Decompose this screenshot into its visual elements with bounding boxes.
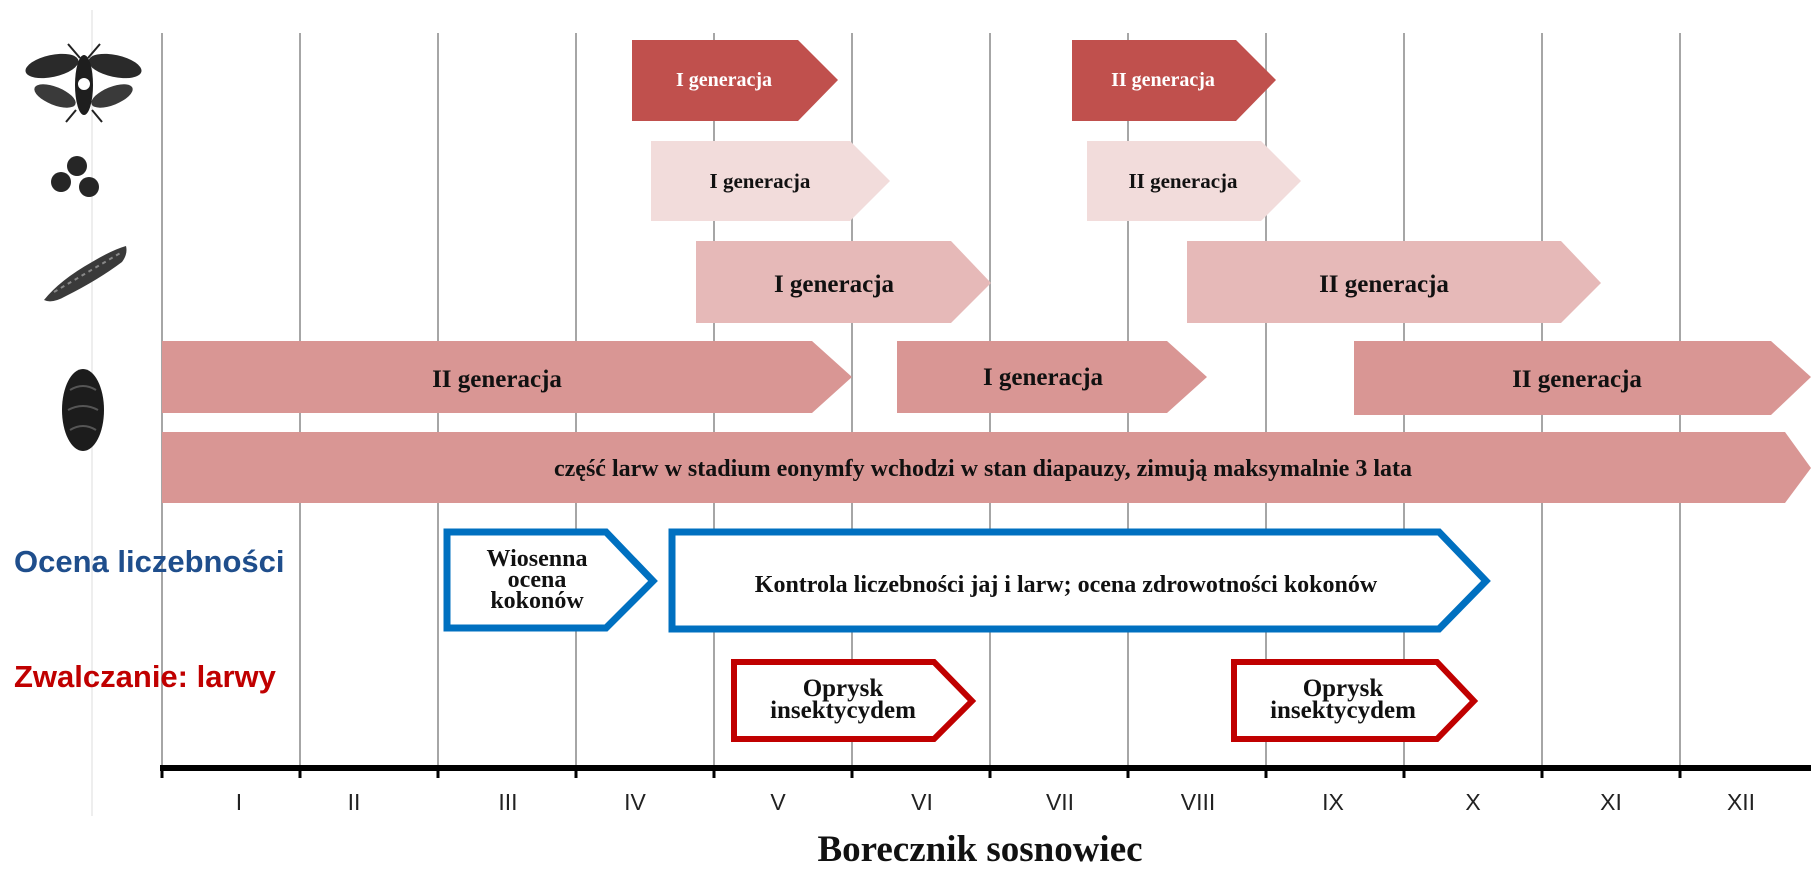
month-label: IX <box>1322 789 1344 815</box>
cocoon-generation-1-label: I generacja <box>983 364 1104 391</box>
eggs-icon <box>51 156 99 197</box>
spray-2-line-2: insektycydem <box>1270 697 1416 724</box>
cocoon-generation-2-label-early: II generacja <box>432 366 562 393</box>
month-label: X <box>1465 789 1480 815</box>
spray-1-arrow <box>731 659 977 742</box>
diagram-title: Borecznik sosnowiec <box>817 829 1143 870</box>
spray-1-line-2: insektycydem <box>770 697 916 724</box>
control-row-label: Zwalczanie: larwy <box>14 659 276 694</box>
larva-generation-2-label: II generacja <box>1319 271 1449 298</box>
cocoon-generation-1-bar <box>897 341 1207 413</box>
spray-2-arrow <box>1231 659 1479 742</box>
month-label: XI <box>1600 789 1622 815</box>
spring-assessment-line-3: kokonów <box>490 588 584 614</box>
month-labels: I II III IV V VI VII VIII IX X XI XII <box>236 789 1755 815</box>
eggs-generation-2-label: II generacja <box>1128 169 1238 193</box>
diapause-label: część larw w stadium eonymfy wchodzi w s… <box>554 456 1412 482</box>
spray-1-line-1: Oprysk <box>803 675 884 702</box>
larva-generation-1-bar <box>696 241 991 323</box>
spring-assessment-line-2: ocena <box>508 567 567 593</box>
month-label: I <box>236 789 242 815</box>
month-label: XII <box>1727 789 1755 815</box>
month-label: VIII <box>1181 789 1216 815</box>
month-label: V <box>770 789 786 815</box>
axis-ticks <box>160 768 1682 778</box>
cocoon-generation-2-bar-late <box>1354 341 1811 415</box>
spring-assessment-arrow <box>443 528 658 632</box>
cocoon-generation-2-bar-early <box>162 341 852 413</box>
spray-2-line-1: Oprysk <box>1303 675 1384 702</box>
larva-generation-1-label: I generacja <box>774 271 895 298</box>
population-control-arrow <box>668 528 1491 633</box>
imago-generation-2-bar <box>1072 40 1276 121</box>
month-label: VII <box>1046 789 1074 815</box>
spring-assessment-line-1: Wiosenna <box>487 546 588 572</box>
monitoring-row-label: Ocena liczebności <box>14 544 285 579</box>
month-label: II <box>348 789 361 815</box>
eggs-generation-1-bar <box>651 141 890 221</box>
month-label: VI <box>911 789 933 815</box>
imago-generation-1-bar <box>632 40 838 121</box>
cocoon-generation-2-label-late: II generacja <box>1512 366 1642 393</box>
month-label: III <box>498 789 517 815</box>
imago-generation-2-label: II generacja <box>1111 69 1215 91</box>
eggs-generation-1-label: I generacja <box>710 169 811 193</box>
month-label: IV <box>624 789 646 815</box>
larva-generation-2-bar <box>1187 241 1601 323</box>
sawfly-adult-icon <box>25 43 142 123</box>
eggs-generation-2-bar <box>1087 141 1301 221</box>
larva-icon <box>44 246 127 302</box>
cocoon-icon <box>62 369 104 451</box>
imago-generation-1-label: I generacja <box>676 69 772 91</box>
population-control-label: Kontrola liczebności jaj i larw; ocena z… <box>755 572 1378 598</box>
diapause-bar <box>162 432 1811 503</box>
